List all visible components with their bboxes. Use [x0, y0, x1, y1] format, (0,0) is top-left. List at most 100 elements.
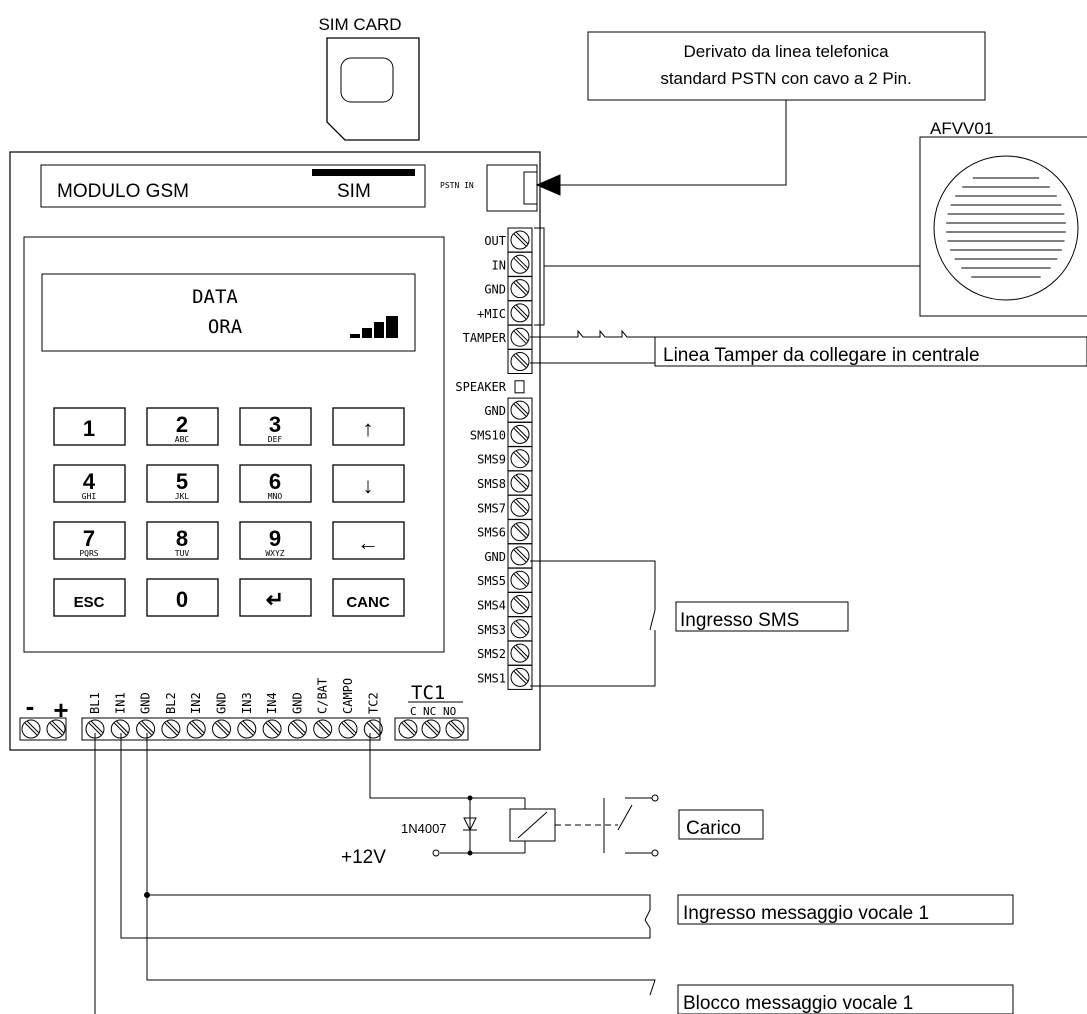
relay-circuit: 1N4007 +12V Carico [341, 733, 764, 868]
supply-label: +12V [341, 847, 386, 868]
voice-in-note: Ingresso messaggio vocale 1 [683, 903, 929, 924]
keypad-key-label: 3 [269, 412, 281, 437]
keypad-key[interactable]: ← [332, 521, 405, 560]
keypad-key-label: 4 [83, 469, 96, 494]
right-terminal-label: +MIC [477, 307, 506, 321]
keypad-key[interactable]: ↑ [332, 407, 405, 446]
right-terminal-label: SMS4 [477, 599, 506, 613]
right-terminal-label: GND [484, 404, 506, 418]
right-terminal-label: SPEAKER [455, 380, 506, 394]
sim-card: SIM CARD [318, 15, 420, 141]
keypad-key-sublabel: ABC [175, 435, 190, 444]
keypad-key[interactable]: ESC [53, 578, 126, 617]
bottom-terminal-label: IN1 [113, 692, 127, 714]
terminal-screw [510, 352, 530, 371]
terminal-screw [510, 303, 530, 323]
terminal-screw [510, 497, 530, 517]
terminal-screw [510, 570, 530, 590]
keypad-key-label: ↵ [266, 587, 284, 612]
tamper-wiring: Linea Tamper da collegare in centrale [530, 329, 1087, 367]
arrow-icon [535, 174, 561, 196]
sim-card-label: SIM CARD [318, 15, 401, 34]
sms-wiring: Ingresso SMS [530, 560, 849, 687]
keypad-key-label: 1 [83, 416, 95, 441]
keypad-key[interactable]: 0 [146, 578, 219, 617]
right-terminal-label: SMS2 [477, 647, 506, 661]
terminal-screw [510, 473, 530, 493]
keypad-key-label: ↓ [363, 473, 374, 498]
voice-block-note: Blocco messaggio vocale 1 [683, 993, 913, 1014]
keypad-key-label: 6 [269, 469, 281, 494]
terminal-screw [510, 254, 530, 274]
tamper-note: Linea Tamper da collegare in centrale [663, 345, 980, 366]
keypad-key[interactable]: ↵ [239, 578, 312, 617]
bottom-terminal-label: GND [139, 692, 153, 714]
right-terminal-label: SMS3 [477, 623, 506, 637]
keypad-key-label: 7 [83, 526, 95, 551]
right-terminal-label: SMS1 [477, 671, 506, 685]
bottom-terminal-label: CAMPO [341, 678, 355, 714]
keypad-key-sublabel: WXYZ [265, 549, 284, 558]
terminal-screw [161, 719, 181, 739]
terminal-screw [110, 719, 130, 739]
keypad-key-label: 0 [176, 587, 188, 612]
right-terminal-strip: OUTINGND+MICTAMPERSPEAKERGNDSMS10SMS9SMS… [455, 227, 533, 690]
keypad-key-label: 8 [176, 526, 188, 551]
bottom-terminal-label: BL2 [164, 692, 178, 714]
bottom-terminal-label: IN2 [189, 692, 203, 714]
right-terminal-label: OUT [484, 234, 506, 248]
terminal-screw [510, 279, 530, 299]
signal-bars-icon [350, 316, 398, 338]
pstn-note: Derivato da linea telefonica standard PS… [535, 31, 986, 196]
tc1-c-label: C [410, 705, 417, 718]
tc1-label: TC1 [411, 682, 445, 704]
tc1-nc-label: NC [423, 705, 436, 718]
speaker-jumper [514, 380, 525, 394]
terminal-screw [510, 400, 530, 420]
terminal-screw [363, 719, 383, 739]
bottom-terminal-label: IN4 [265, 692, 279, 714]
keypad-key[interactable]: ↓ [332, 464, 405, 503]
keypad-key[interactable]: CANC [332, 578, 405, 617]
voice-wiring: Ingresso messaggio vocale 1 Blocco messa… [94, 733, 1014, 1014]
keypad-key-sublabel: JKL [175, 492, 190, 501]
terminal-screw [510, 449, 530, 469]
diode-label: 1N4007 [401, 821, 447, 836]
right-terminal-label: SMS7 [477, 501, 506, 515]
terminal-screw [398, 719, 418, 739]
terminal-screw [510, 546, 530, 566]
keypad-key-label: ↑ [363, 416, 374, 441]
terminal-screw [338, 719, 358, 739]
right-terminal-label: SMS10 [470, 428, 506, 442]
display-line2: ORA [208, 316, 243, 338]
terminal-screw [21, 719, 41, 739]
bottom-terminal-label: BL1 [88, 692, 102, 714]
keypad-key-label: ← [357, 530, 379, 555]
speaker-afvv01: AFVV01 [919, 119, 1087, 317]
terminal-screw [186, 719, 206, 739]
terminal-screw [212, 719, 231, 739]
terminal-screw [510, 230, 530, 250]
terminal-screw [510, 667, 530, 687]
sim-slot [312, 169, 415, 176]
keypad-key[interactable]: 1 [53, 407, 126, 446]
sms-note: Ingresso SMS [680, 610, 799, 631]
terminal-screw [136, 719, 156, 739]
tc1-relay-terminals: TC1 C NC NO [394, 682, 469, 741]
keypad-key-sublabel: DEF [268, 435, 283, 444]
keypad-key-sublabel: GHI [82, 492, 97, 501]
terminal-screw [237, 719, 257, 739]
bottom-terminal-label: GND [215, 692, 229, 714]
